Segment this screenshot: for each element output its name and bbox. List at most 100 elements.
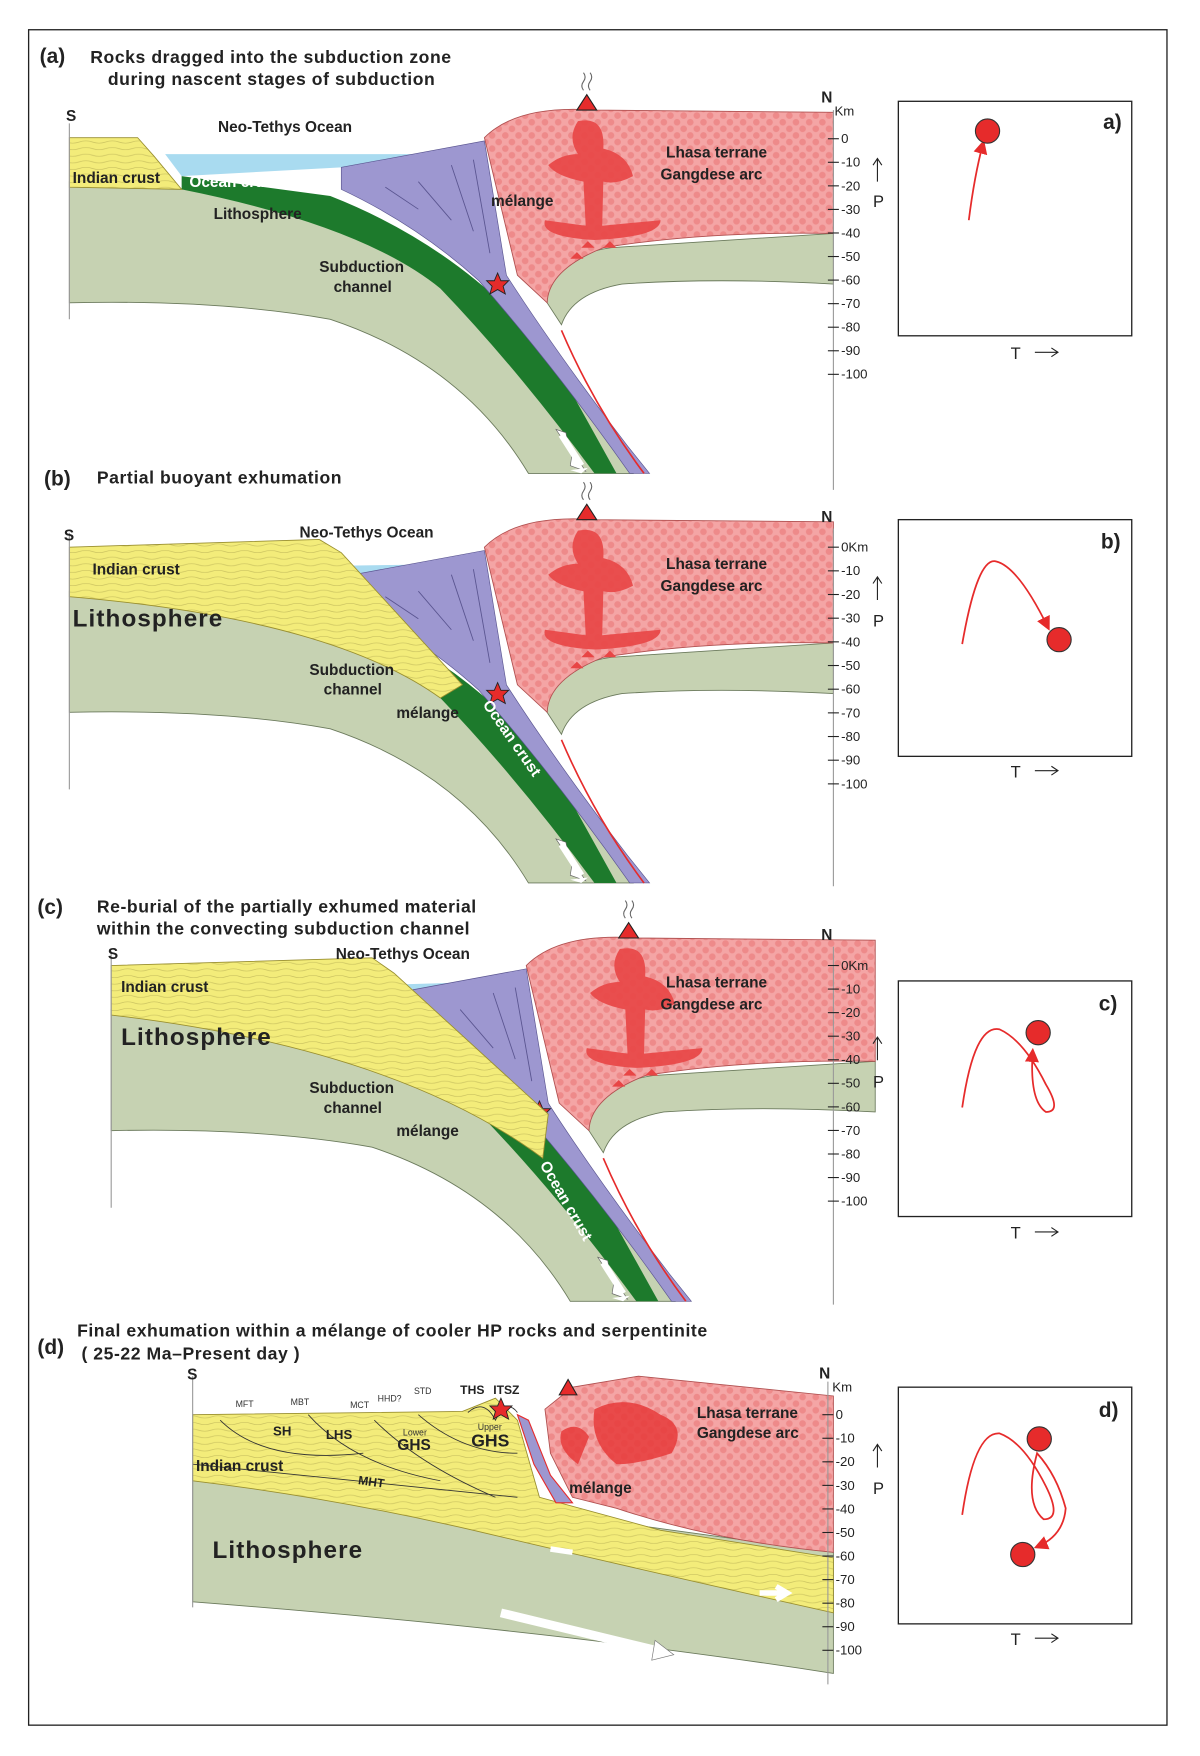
depth-tick-label: -70 [841, 1123, 860, 1138]
depth-tick-label: -80 [841, 1146, 860, 1161]
depth-tick-label: -40 [841, 1052, 860, 1067]
south-label: S [64, 528, 74, 545]
depth-tick-label: -70 [841, 705, 860, 720]
lhs-label: LHS [326, 1427, 353, 1442]
depth-tick-label: -80 [841, 729, 860, 744]
south-label: S [108, 946, 118, 963]
panel-b-title: Partial buoyant exhumation [97, 467, 342, 487]
depth-tick-label: -40 [841, 634, 860, 649]
t-axis-label: T [1011, 1631, 1021, 1649]
depth-tick-label: -10 [841, 563, 860, 578]
depth-tick-label: -60 [841, 682, 860, 697]
p-axis-label: P [873, 193, 884, 211]
std-label: STD [414, 1386, 432, 1396]
depth-tick-label: -100 [841, 367, 867, 382]
lithosphere-label: Lithosphere [212, 1537, 363, 1564]
melange-label: mélange [569, 1480, 632, 1497]
pt-label-c: c) [1099, 993, 1118, 1016]
depth-tick-label: -30 [841, 1029, 860, 1044]
panel-d-label: (d) [37, 1336, 64, 1359]
north-label: N [821, 927, 832, 944]
depth-tick-label: -50 [841, 658, 860, 673]
pt-path-box-c: c) P T [872, 980, 1133, 1243]
channel-label-1: Subduction [309, 1080, 394, 1097]
lithosphere-label: Lithosphere [121, 1024, 272, 1051]
depth-tick-label: -40 [836, 1501, 855, 1516]
upper-label: Upper [478, 1422, 502, 1432]
pt-label-b: b) [1101, 530, 1121, 553]
depth-tick-label: -30 [836, 1478, 855, 1493]
pt-path-box-d: d) P T [872, 1386, 1133, 1649]
km-label: Km [834, 104, 854, 119]
channel-label-2: channel [324, 1100, 382, 1117]
depth-tick-label: -70 [836, 1572, 855, 1587]
panel-d-title-line2: ( 25-22 Ma–Present day ) [81, 1344, 300, 1364]
panel-b: (b) Partial buoyant exhumation S Neo-Tet… [44, 467, 1133, 887]
depth-tick-label: -20 [841, 587, 860, 602]
itsz-label: ITSZ [493, 1383, 520, 1397]
ths-label: THS [460, 1383, 484, 1397]
cross-section-c [111, 901, 875, 1302]
depth-tick-label: 0Km [841, 958, 868, 973]
depth-scale-c: N 0Km-10-20-30-40-50-60-70-80-90-100 [821, 927, 868, 1305]
depth-tick-label: -60 [836, 1548, 855, 1563]
panel-a: (a) Rocks dragged into the subduction zo… [40, 45, 1133, 490]
channel-label-1: Subduction [319, 259, 404, 276]
upper-ghs-label: GHS [471, 1431, 509, 1451]
mbt-label: MBT [291, 1397, 310, 1407]
south-label: S [187, 1366, 197, 1383]
depth-tick-label: 0Km [841, 540, 868, 555]
panel-a-label: (a) [40, 45, 66, 68]
arc-label: Gangdese arc [661, 166, 763, 183]
depth-tick-label: 0 [836, 1407, 843, 1422]
t-axis-label: T [1011, 763, 1021, 781]
panel-c-title-line2: within the convecting subduction channel [96, 919, 470, 939]
km-label: Km [832, 1380, 852, 1395]
depth-tick-label: -90 [841, 343, 860, 358]
sh-label: SH [273, 1424, 291, 1439]
lhasa-label: Lhasa terrane [697, 1405, 798, 1422]
depth-tick-label: -100 [841, 1194, 867, 1209]
arc-label: Gangdese arc [661, 578, 763, 595]
p-axis-label: P [873, 612, 884, 630]
hhd-label: HHD? [378, 1393, 402, 1403]
pt-path-box-b: b) P T [872, 518, 1133, 781]
lhasa-label: Lhasa terrane [666, 144, 767, 161]
pt-label-d: d) [1099, 1399, 1119, 1422]
indian-crust-label: Indian crust [121, 979, 208, 996]
panel-c-title-line1: Re-burial of the partially exhumed mater… [97, 897, 477, 917]
t-axis-label: T [1011, 1225, 1021, 1243]
melange-label: mélange [396, 1123, 459, 1140]
fault-labels: MFT MBT MCT HHD? STD THS ITSZ SH LHS Low… [236, 1383, 520, 1491]
north-label: N [819, 1365, 830, 1382]
depth-tick-label: -100 [836, 1643, 862, 1658]
mht-label: MHT [357, 1473, 386, 1491]
depth-tick-label: -80 [841, 320, 860, 335]
ocean-crust-label: Ocean crust [189, 174, 278, 191]
lithosphere-label: Lithosphere [214, 206, 303, 223]
depth-tick-label: -10 [841, 155, 860, 170]
lhasa-label: Lhasa terrane [666, 975, 767, 992]
mct-label: MCT [350, 1400, 370, 1410]
depth-tick-label: -90 [841, 1170, 860, 1185]
depth-tick-label: -50 [841, 1076, 860, 1091]
depth-scale-a: N Km 0-10-20-30-40-50-60-70-80-90-100 [821, 89, 868, 490]
mft-label: MFT [236, 1399, 255, 1409]
depth-scale-d: N Km 0-10-20-30-40-50-60-70-80-90-100 [819, 1365, 862, 1685]
panel-d-title-line1: Final exhumation within a mélange of coo… [77, 1321, 708, 1341]
north-label: N [821, 509, 832, 526]
panel-d: (d) Final exhumation within a mélange of… [37, 1321, 1133, 1685]
arc-label: Gangdese arc [697, 1425, 799, 1442]
pt-label-a: a) [1103, 111, 1122, 134]
pt-path-box-a: a) P T [872, 100, 1133, 363]
channel-label-1: Subduction [309, 662, 394, 679]
depth-tick-label: -80 [836, 1596, 855, 1611]
p-axis-label: P [873, 1074, 884, 1092]
ocean-label: Neo-Tethys Ocean [336, 946, 470, 963]
depth-tick-label: -50 [841, 249, 860, 264]
cross-section-d [192, 1375, 834, 1674]
depth-tick-label: -20 [841, 1005, 860, 1020]
t-axis-label: T [1011, 345, 1021, 363]
depth-tick-label: -100 [841, 776, 867, 791]
